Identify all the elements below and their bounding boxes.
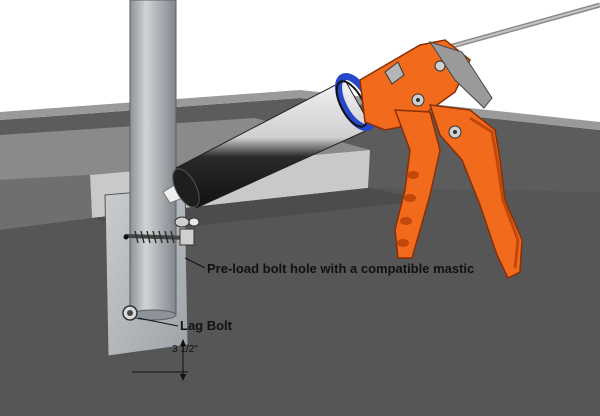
- mastic-leader: [184, 257, 206, 269]
- washer-icon: [174, 216, 200, 228]
- mastic-note-label: Pre-load bolt hole with a compatible mas…: [207, 261, 474, 276]
- floor-edge: [0, 90, 600, 130]
- caulking-gun-icon: [162, 2, 600, 280]
- lag-bolt-label: Lag Bolt: [180, 318, 233, 333]
- depth-label: 3 1/2": [172, 344, 198, 355]
- mounting-pole-icon: [129, 0, 177, 321]
- threaded-bolt-icon: [123, 228, 195, 246]
- depth-dimension: [132, 339, 188, 381]
- lag-bolt-leader: [137, 317, 179, 327]
- lag-bolt-icon: [122, 305, 138, 321]
- curb-left: [0, 175, 92, 230]
